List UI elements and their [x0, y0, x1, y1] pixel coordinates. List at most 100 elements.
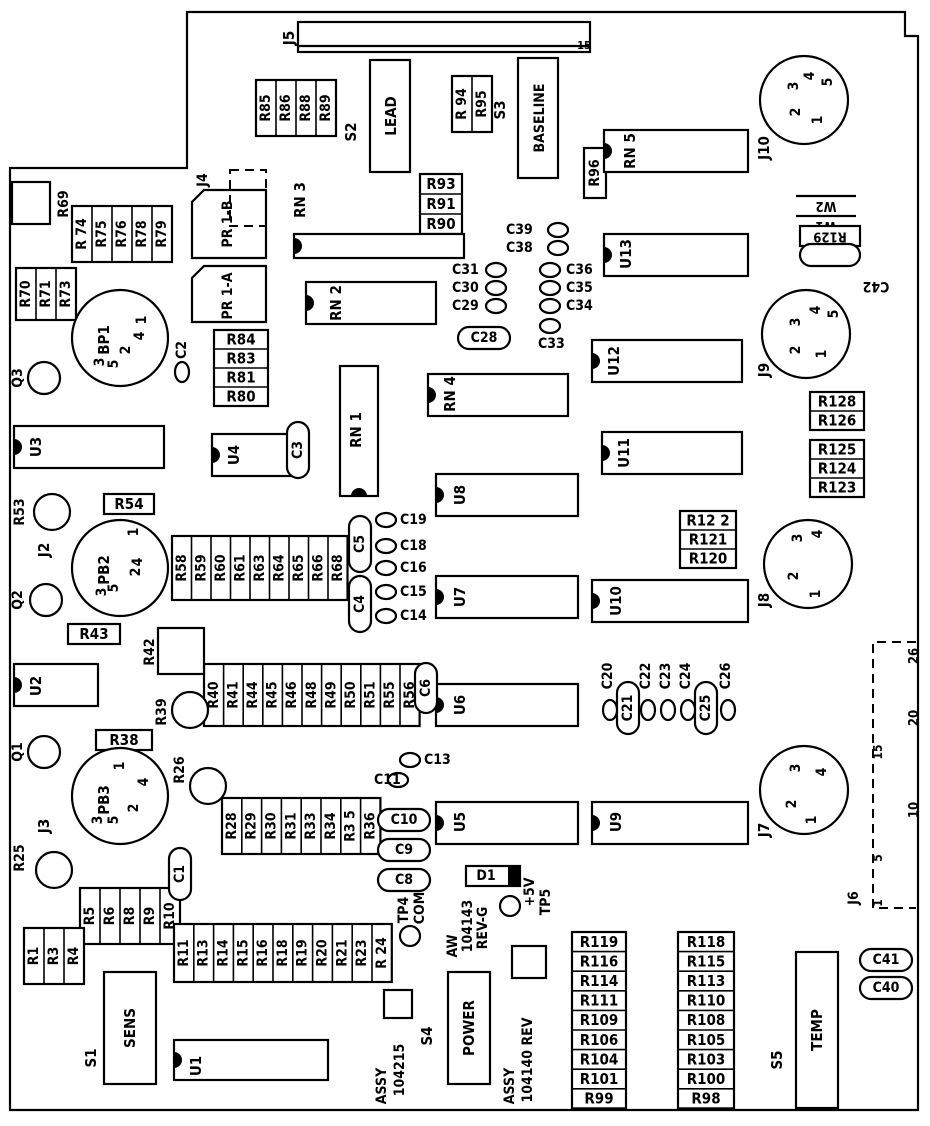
capacitor-c36: C36 — [538, 261, 593, 279]
ic-u1-label: U1 — [187, 1056, 205, 1076]
aw-label: AW — [445, 934, 461, 957]
s1-ref: S1 — [82, 1048, 100, 1067]
capacitor-c39-label: C39 — [506, 222, 533, 238]
capacitor-c15: C15 — [374, 583, 427, 601]
resistor-r105: R105 — [687, 1031, 726, 1049]
resistor-r83: R83 — [226, 350, 255, 368]
capacitor-c14: C14 — [374, 607, 427, 625]
resistor-r50: R50 — [343, 681, 359, 708]
ic-rn-3: RN 3 — [291, 182, 466, 260]
resistor-r42-label: R42 — [142, 638, 158, 665]
resistor-r119: R119 — [580, 933, 619, 951]
capacitor-c5: C5 — [347, 514, 373, 574]
pin-bp1-3: 3 — [92, 358, 108, 367]
resistor-r64: R64 — [271, 554, 287, 581]
label-pb3: PB3 — [95, 785, 113, 815]
resistor-r81: R81 — [226, 369, 255, 387]
resistor-r129-label: R129 — [813, 229, 846, 244]
capacitor-c9-label: C9 — [395, 842, 413, 858]
diode-d1: D1 — [464, 864, 522, 888]
capacitor-c34-label: C34 — [566, 298, 593, 314]
part-r53: R53 — [12, 492, 72, 532]
capacitor-c38-label: C38 — [506, 240, 533, 256]
resistor-r45: R45 — [265, 681, 281, 708]
capacitor-c30-label: C30 — [452, 280, 479, 296]
pin-j9-5: 5 — [826, 310, 842, 319]
resistor-r73: R73 — [58, 280, 74, 307]
capacitor-c38: C38 — [506, 239, 570, 257]
switch-s5-temp: TEMP S5 — [768, 950, 840, 1110]
resistor-r69-label: R69 — [56, 190, 72, 217]
assembly-notes: AW 104143 REV-G ASSY 104215 ASSY 104140 … — [374, 900, 536, 1104]
pin-j7-3: 3 — [788, 764, 804, 773]
pin-bp1-1: 1 — [134, 316, 150, 325]
capacitor-c40: C40 — [858, 975, 914, 1001]
j6-scale-1: 1 — [871, 899, 885, 907]
pot-pr1a: PR 1-A — [190, 264, 268, 324]
resistor-r79: R79 — [154, 220, 170, 247]
pin-pb2-2: 2 — [128, 568, 144, 577]
resistor-r70: R70 — [18, 280, 34, 307]
capacitor-c25: C25 — [693, 680, 719, 736]
resistor-r31: R31 — [283, 812, 299, 839]
j6-scale-5: 5 — [871, 854, 885, 862]
ic-rn-4: RN 4 — [426, 372, 570, 418]
resistor-r12-2: R12 2 — [686, 512, 729, 530]
ic-rn-2: RN 2 — [304, 280, 438, 326]
resistor-r28: R28 — [224, 812, 240, 839]
pin-j8-4: 4 — [810, 529, 826, 538]
capacitor-c16-label: C16 — [400, 560, 427, 576]
resistor-r3: R3 — [46, 947, 62, 965]
s2-ref: S2 — [342, 122, 360, 141]
resistor-r86: R86 — [278, 94, 294, 121]
resistor-r19: R19 — [295, 939, 311, 966]
resistor-r61: R61 — [232, 554, 248, 581]
pin-j7-2: 2 — [784, 800, 800, 809]
resistor-r11: R11 — [176, 939, 192, 966]
j6-scale-20: 20 — [907, 710, 922, 726]
resistor-r15: R15 — [235, 939, 251, 966]
ic-u2-label: U2 — [27, 676, 45, 696]
capacitor-c11: C11 — [374, 771, 410, 789]
pin-pb3-3: 3 — [90, 816, 106, 825]
resistor-r16: R16 — [255, 939, 271, 966]
capacitor-c22: C22 — [638, 663, 657, 722]
resistor-r8: R8 — [122, 907, 138, 925]
j9-label: J9 — [755, 363, 773, 378]
resistor-r71: R71 — [38, 280, 54, 307]
aw-revision: REV-G — [475, 907, 491, 950]
capacitor-c1-label: C1 — [172, 865, 188, 883]
capacitor-c39: C39 — [506, 221, 570, 239]
resistor-r63: R63 — [252, 554, 268, 581]
resistor-r20: R20 — [315, 939, 331, 966]
capacitor-c16: C16 — [374, 559, 427, 577]
capacitor-c26: C26 — [718, 662, 737, 722]
pot-pr1b: PR 1-B — [190, 188, 268, 260]
label-r39: R39 — [154, 698, 170, 725]
assy-right-number: 104140 REV — [520, 1017, 536, 1102]
switch-s3-baseline: BASELINE S3 — [491, 56, 560, 180]
capacitor-c9: C9 — [376, 837, 432, 863]
resistor-group-r38: R38 — [94, 728, 154, 752]
resistor-r1: R1 — [26, 947, 42, 965]
resistor-r123: R123 — [818, 479, 857, 497]
resistor-r5: R5 — [82, 907, 98, 925]
ic-u12-label: U12 — [605, 346, 623, 376]
s4-name: POWER — [460, 999, 478, 1055]
resistor-r84: R84 — [226, 331, 255, 349]
ic-u5-label: U5 — [451, 812, 469, 832]
j5-label: J5 — [280, 31, 298, 46]
resistor-r13: R13 — [196, 939, 212, 966]
pin-j8-2: 2 — [786, 572, 802, 581]
label-r26: R26 — [172, 756, 188, 783]
j6-label: J6 — [846, 891, 862, 906]
resistor-r78: R78 — [134, 220, 150, 247]
